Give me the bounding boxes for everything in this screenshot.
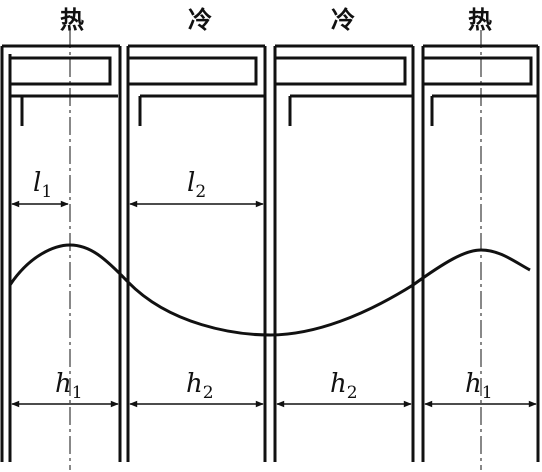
top-frames	[2, 44, 538, 126]
label-h2-left: h2	[186, 369, 214, 403]
dimension-arrows	[11, 200, 537, 408]
zone-label-cold-left: 冷	[188, 6, 212, 34]
label-h1-left: h1	[55, 369, 83, 403]
label-h1-right: h1	[465, 369, 493, 403]
label-l1: l1	[33, 168, 52, 202]
interface-curve	[8, 243, 531, 337]
zone-label-hot-right: 热	[468, 6, 492, 34]
zone-label-hot-left: 热	[60, 6, 84, 34]
channel-walls	[0, 46, 540, 462]
label-l2: l2	[187, 168, 206, 202]
zone-label-cold-right: 冷	[331, 6, 355, 34]
label-h2-right: h2	[330, 369, 358, 403]
